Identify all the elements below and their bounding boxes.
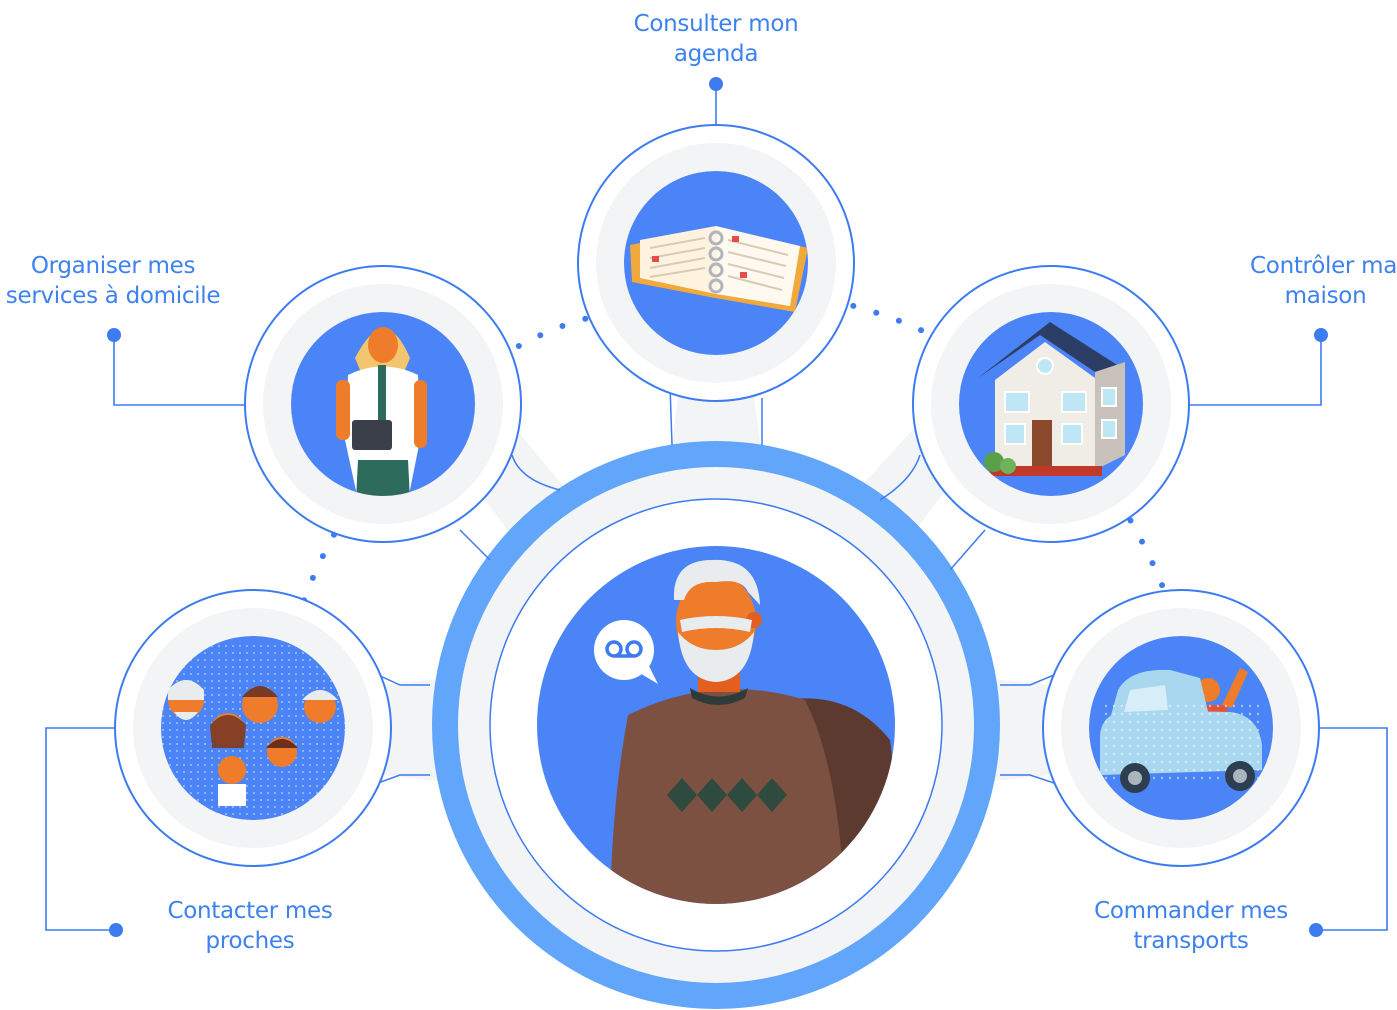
node-services[interactable] [244, 265, 522, 543]
node-proches[interactable] [114, 589, 392, 867]
label-agenda-line1: Consulter mon [633, 11, 799, 37]
label-services-line2: services à domicile [5, 283, 221, 309]
node-maison[interactable] [912, 265, 1190, 543]
track-outlines [344, 384, 1091, 796]
label-transports: Commander mes transports [1082, 896, 1300, 956]
label-services: Organiser mes services à domicile [0, 251, 226, 311]
sweater-pattern [667, 778, 787, 812]
car-illustration [1100, 668, 1265, 793]
nurse-illustration [336, 327, 427, 496]
label-connectors [45, 84, 1388, 931]
house-illustration [978, 322, 1125, 476]
label-services-line1: Organiser mes [30, 253, 196, 279]
label-maison: Contrôler ma maison [1240, 251, 1397, 311]
node-transports[interactable] [1042, 589, 1320, 867]
label-agenda: Consulter mon agenda [616, 9, 816, 69]
voicemail-icon[interactable] [594, 620, 658, 684]
label-maison-line1: Contrôler ma [1250, 253, 1397, 279]
agenda-book-illustration [630, 226, 808, 312]
label-proches-line2: proches [205, 928, 295, 954]
label-transports-line1: Commander mes [1094, 898, 1288, 924]
label-dots [107, 77, 1328, 937]
node-agenda[interactable] [577, 124, 855, 402]
label-transports-line2: transports [1133, 928, 1249, 954]
label-agenda-line2: agenda [673, 41, 759, 67]
family-illustration [161, 640, 345, 820]
label-proches: Contacter mes proches [150, 896, 350, 956]
label-proches-line1: Contacter mes [167, 898, 333, 924]
label-maison-line2: maison [1284, 283, 1367, 309]
